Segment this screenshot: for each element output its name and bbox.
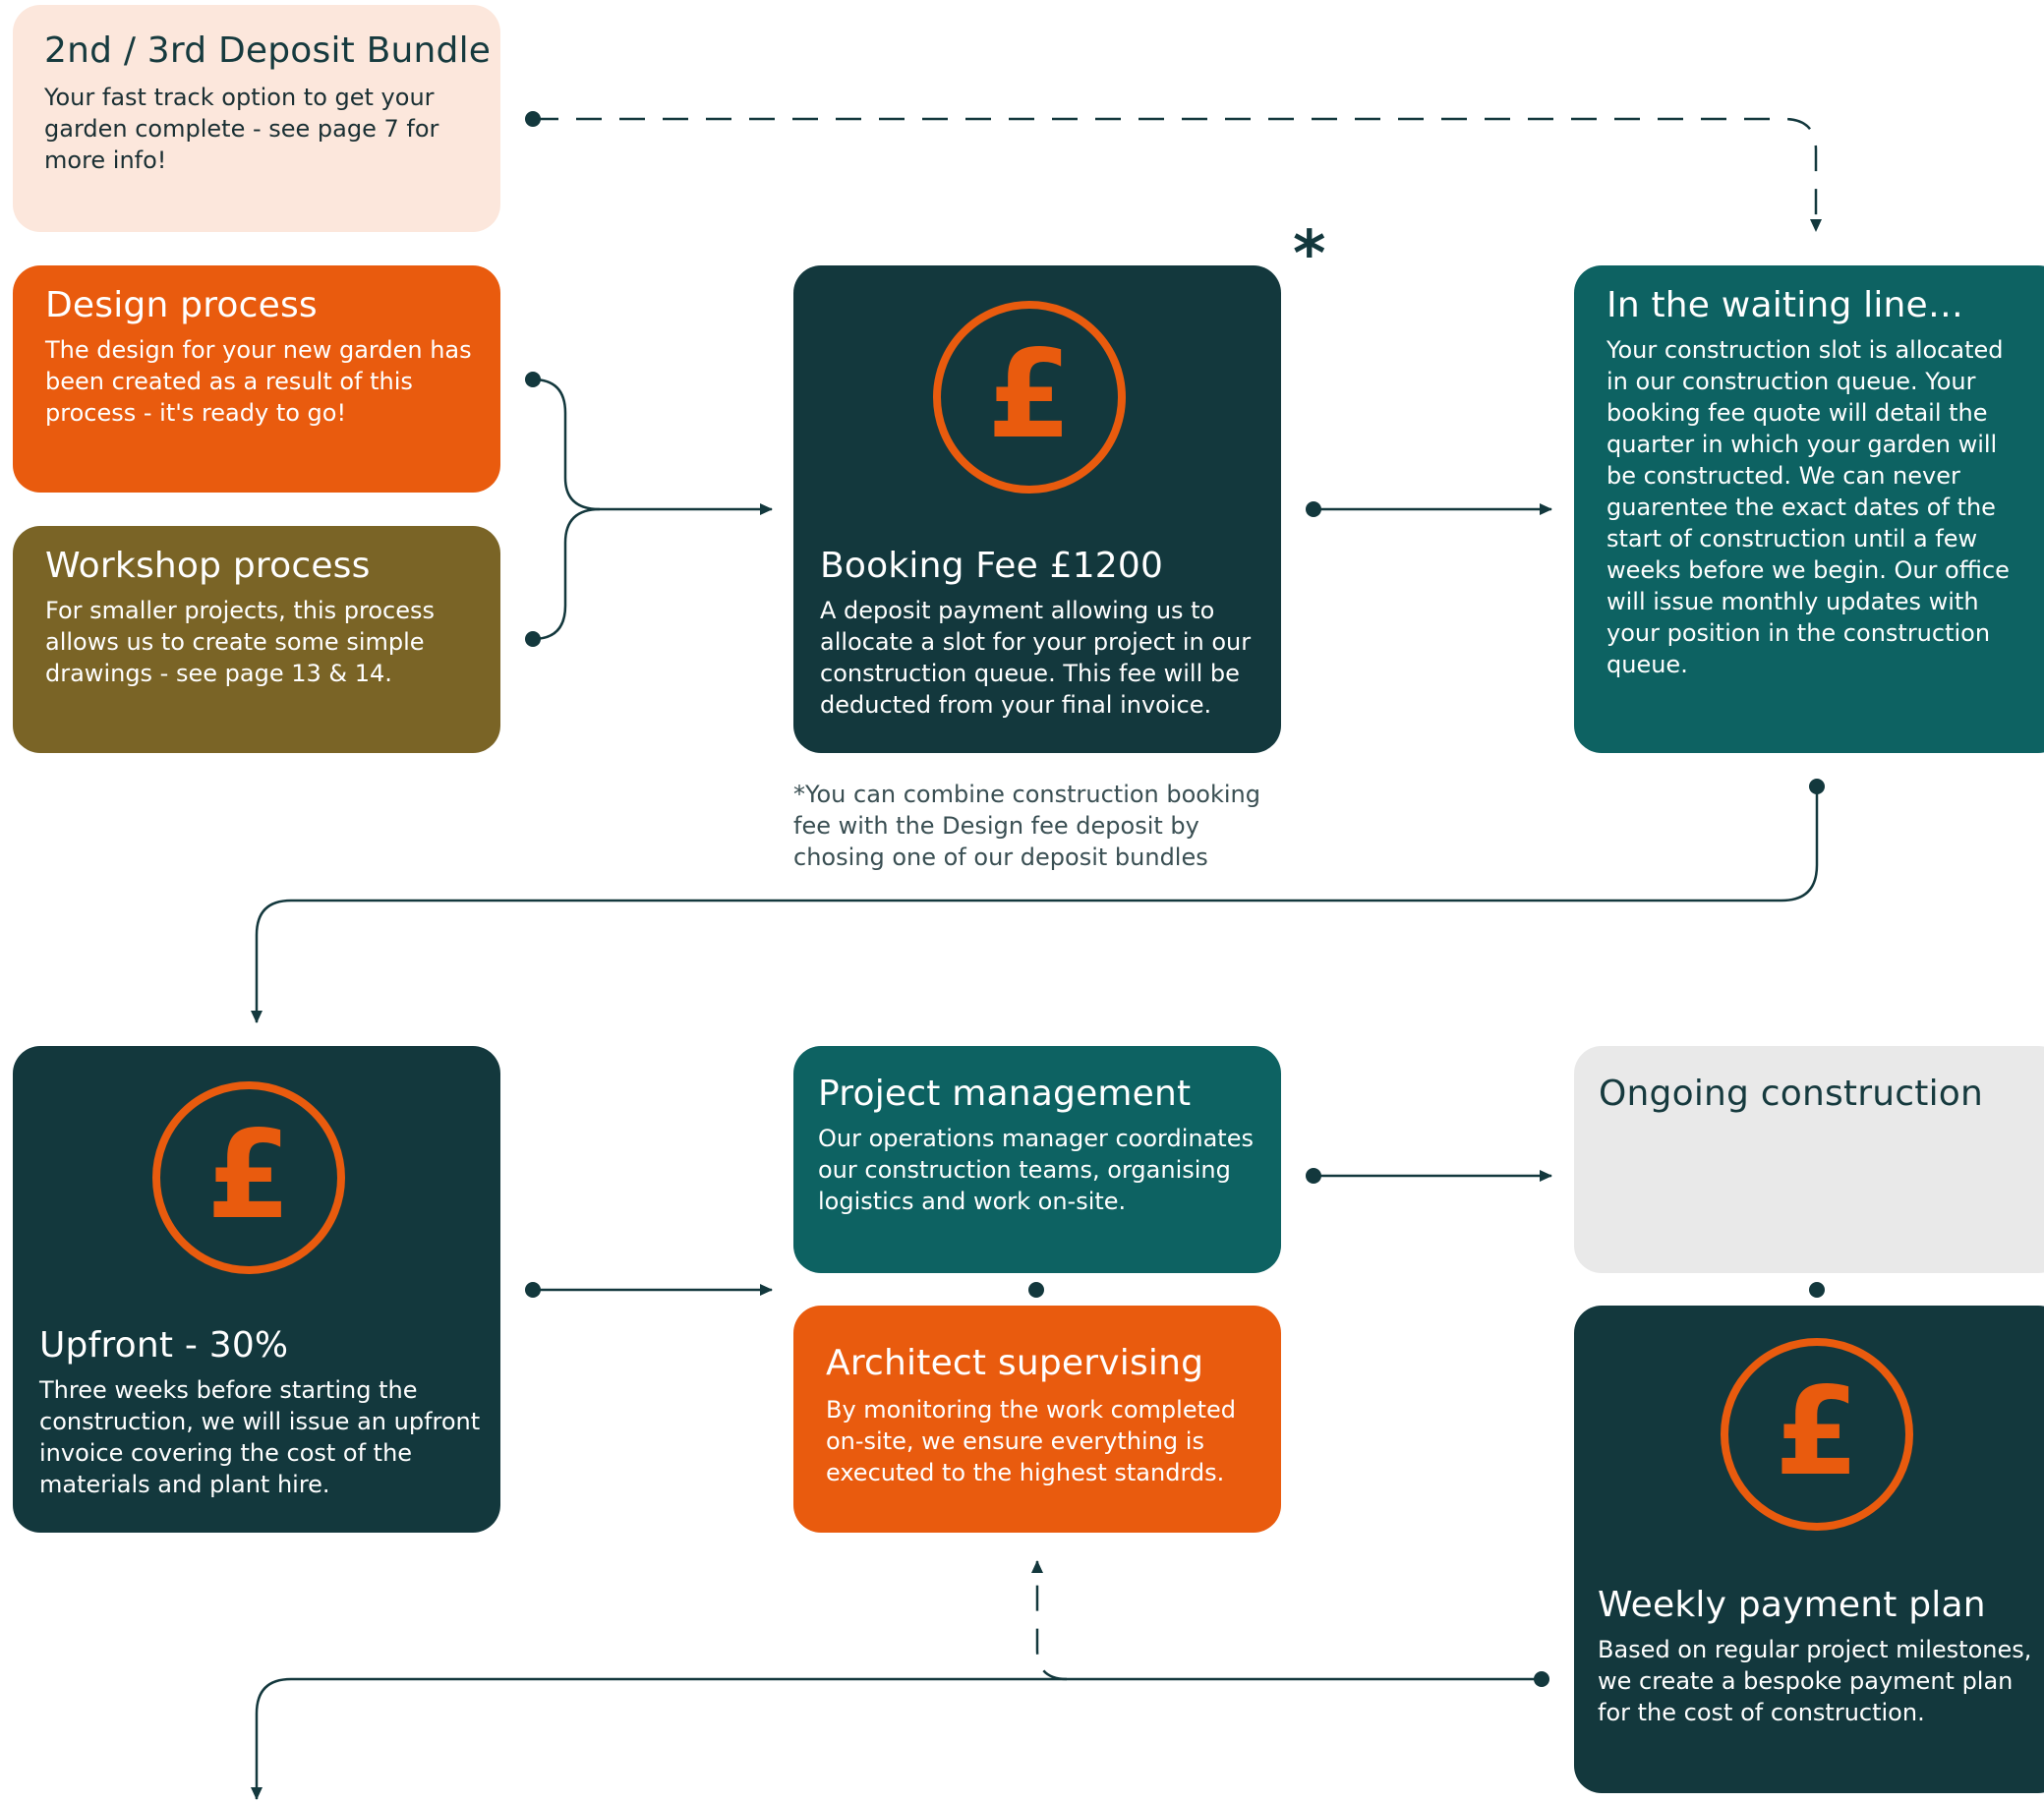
card-text: Three weeks before starting the construc… xyxy=(39,1376,481,1498)
card-text: The design for your new garden has been … xyxy=(45,336,472,427)
card-text: Our operations manager coordinates our c… xyxy=(818,1125,1254,1215)
svg-text:£: £ xyxy=(206,1105,291,1247)
deposit-bundle-card: 2nd / 3rd Deposit Bundle Your fast track… xyxy=(13,5,500,232)
card-title: Weekly payment plan xyxy=(1598,1585,1986,1625)
architect-supervising-card: Architect supervising By monitoring the … xyxy=(793,1306,1281,1533)
connector-design-to-booking xyxy=(532,378,773,515)
footnote-asterisk: * xyxy=(1293,218,1326,291)
design-process-card: Design process The design for your new g… xyxy=(13,265,500,493)
card-title: Design process xyxy=(45,285,318,325)
card-text: For smaller projects, this process allow… xyxy=(45,597,436,687)
connector-waiting-to-upfront xyxy=(251,786,1819,1023)
card-title: Booking Fee £1200 xyxy=(820,546,1164,586)
card-text: Your construction slot is allocated in o… xyxy=(1606,336,2010,678)
dashed-connector-to-architect xyxy=(1031,1560,1068,1681)
dashed-connector-bundle-to-waiting xyxy=(533,117,1822,232)
card-title: 2nd / 3rd Deposit Bundle xyxy=(44,30,492,71)
workshop-process-card: Workshop process For smaller projects, t… xyxy=(13,526,500,753)
pound-circle-icon: £ xyxy=(933,301,1126,494)
card-title: Ongoing construction xyxy=(1599,1074,1984,1114)
card-title: Project management xyxy=(818,1074,1192,1114)
card-title: In the waiting line… xyxy=(1606,285,1964,325)
card-text: By monitoring the work completed on-site… xyxy=(826,1396,1236,1486)
svg-text:£: £ xyxy=(1775,1362,1859,1503)
waiting-line-card: In the waiting line… Your construction s… xyxy=(1574,265,2044,753)
card-title: Upfront - 30% xyxy=(39,1325,289,1366)
card-text: Your fast track option to get your garde… xyxy=(44,84,439,174)
project-management-card: Project management Our operations manage… xyxy=(793,1046,1281,1273)
connector-weekly-to-next xyxy=(251,1677,1542,1800)
pound-circle-icon: £ xyxy=(1721,1338,1913,1531)
weekly-payment-plan-card: £ Weekly payment plan Based on regular p… xyxy=(1574,1306,2044,1793)
footnote-text: *You can combine construction booking fe… xyxy=(793,781,1260,871)
ongoing-construction-card: Ongoing construction xyxy=(1574,1046,2044,1273)
booking-fee-card: £ Booking Fee £1200 A deposit payment al… xyxy=(793,265,1281,753)
svg-text:£: £ xyxy=(987,324,1072,466)
pound-circle-icon: £ xyxy=(152,1081,345,1274)
card-text: A deposit payment allowing us to allocat… xyxy=(820,597,1252,719)
card-title: Architect supervising xyxy=(826,1343,1204,1383)
connector-workshop-to-booking xyxy=(532,507,601,641)
card-text: Based on regular project milestones, we … xyxy=(1598,1636,2032,1726)
card-title: Workshop process xyxy=(45,546,371,586)
upfront-payment-card: £ Upfront - 30% Three weeks before start… xyxy=(13,1046,500,1533)
